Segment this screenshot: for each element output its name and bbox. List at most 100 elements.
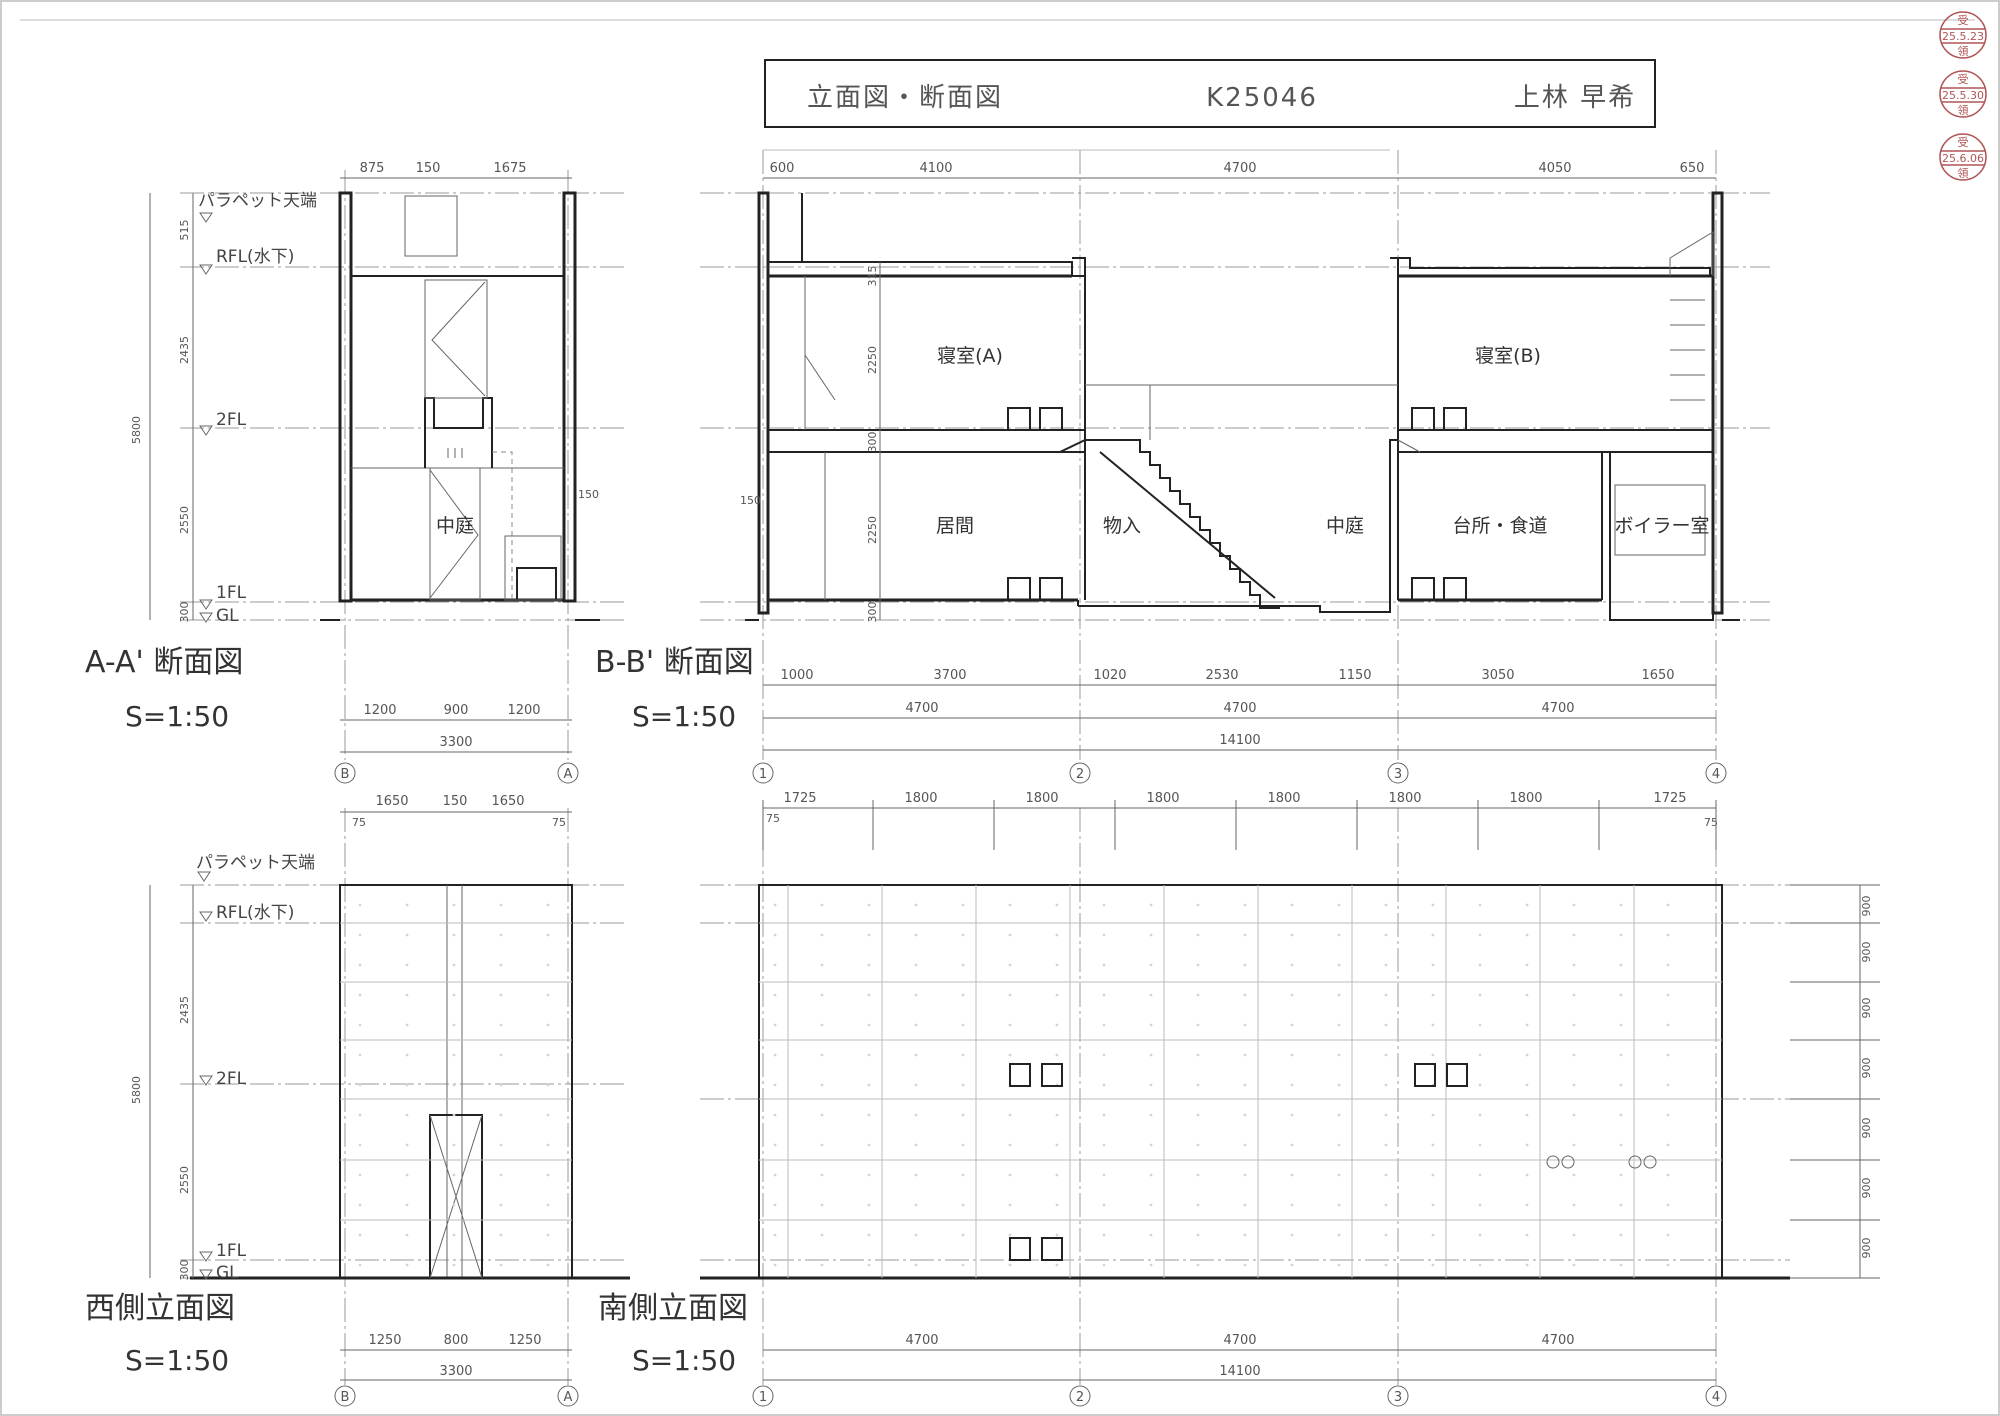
se-formtie	[1572, 963, 1576, 967]
we-level-2fl: 2FL	[216, 1069, 247, 1089]
se-span-dim-3: 4700	[1541, 1333, 1574, 1348]
se-window-2	[1041, 1063, 1063, 1087]
se-formtie	[1525, 1263, 1529, 1267]
se-formtie	[961, 1203, 965, 1207]
se-formtie	[820, 903, 824, 907]
se-formtie	[1102, 933, 1106, 937]
bb-room-courtyard: 中庭	[1326, 515, 1364, 537]
aa-level-1fl: 1FL	[216, 583, 247, 603]
bb-upper-slab-right	[1397, 429, 1714, 453]
se-formtie	[1102, 1173, 1106, 1177]
bb-top-dim-4: 4050	[1538, 161, 1571, 176]
se-formtie	[1431, 933, 1435, 937]
bb-roof-left	[802, 257, 1086, 277]
se-formtie	[1149, 1143, 1153, 1147]
se-formtie	[1008, 1263, 1012, 1267]
se-formtie	[1290, 963, 1294, 967]
bb-vdim-315: 315	[866, 266, 879, 287]
se-formtie	[1525, 1083, 1529, 1087]
se-formtie	[1290, 903, 1294, 907]
aa-step-box-2	[504, 535, 562, 601]
se-formtie	[773, 1053, 777, 1057]
se-formtie	[1384, 1203, 1388, 1207]
se-formtie	[867, 1113, 871, 1117]
se-formtie	[1572, 1143, 1576, 1147]
bb-parapet-left	[767, 193, 803, 263]
se-formtie	[1525, 1233, 1529, 1237]
se-vent-4	[1643, 1155, 1657, 1169]
stamp-1-bottom: 領	[1958, 44, 1969, 58]
bb-window-a-1	[1007, 407, 1031, 431]
we-formtie	[405, 1113, 409, 1117]
se-formtie	[1290, 993, 1294, 997]
se-vent-3	[1628, 1155, 1642, 1169]
se-formtie	[1431, 1053, 1435, 1057]
we-formtie	[405, 1203, 409, 1207]
se-formtie	[1384, 1083, 1388, 1087]
aa-left-wall	[338, 191, 353, 603]
bb-top-dim-2: 4100	[919, 161, 952, 176]
bb-window-a-2	[1039, 407, 1063, 431]
se-formtie	[1666, 1053, 1670, 1057]
se-formtie	[1337, 1083, 1341, 1087]
bb-room-bedroom-a: 寝室(A)	[937, 345, 1003, 367]
se-formtie	[1337, 993, 1341, 997]
se-formtie	[1055, 1203, 1059, 1207]
se-formtie	[1055, 1173, 1059, 1177]
se-formtie	[1008, 1233, 1012, 1237]
bb-axis-3-label: 3	[1394, 767, 1402, 782]
we-formtie	[358, 1113, 362, 1117]
se-formtie	[1055, 1263, 1059, 1267]
we-bottom-dim-2: 800	[444, 1333, 469, 1348]
we-formtie	[546, 1233, 550, 1237]
se-formtie	[1619, 963, 1623, 967]
se-formtie	[1478, 1203, 1482, 1207]
receipt-stamp-2: 受 25.5.30 領	[1939, 70, 1987, 118]
we-formtie	[358, 1053, 362, 1057]
se-formtie	[1619, 1053, 1623, 1057]
se-formtie	[773, 963, 777, 967]
se-formtie	[1102, 903, 1106, 907]
se-formtie	[820, 1233, 824, 1237]
we-top-dim-3: 1650	[491, 794, 524, 809]
se-formtie	[1384, 1143, 1388, 1147]
we-formtie	[405, 1023, 409, 1027]
se-formtie	[1008, 1143, 1012, 1147]
se-formtie	[914, 903, 918, 907]
se-formtie	[1337, 1203, 1341, 1207]
we-formtie	[452, 1083, 456, 1087]
se-formtie	[867, 1023, 871, 1027]
receipt-stamp-1: 受 25.5.23 領	[1939, 11, 1987, 59]
se-formtie	[1384, 963, 1388, 967]
stamp-3-top: 受	[1958, 136, 1969, 149]
se-formtie	[773, 933, 777, 937]
bb-window-l-1	[1007, 577, 1031, 601]
we-vdim-2550: 2550	[178, 1166, 191, 1194]
se-formtie	[961, 1053, 965, 1057]
we-formtie	[405, 1053, 409, 1057]
se-formtie	[1008, 933, 1012, 937]
we-formtie	[358, 933, 362, 937]
se-formtie	[1149, 1053, 1153, 1057]
stamp-2-bottom: 領	[1958, 103, 1969, 117]
se-axis-1-label: 1	[759, 1390, 767, 1405]
we-formtie	[358, 1263, 362, 1267]
stamp-2-top: 受	[1958, 73, 1969, 86]
se-formtie	[867, 993, 871, 997]
bb-room-kitchen: 台所・食道	[1452, 515, 1547, 537]
aa-level-gl: GL	[216, 606, 239, 626]
se-formtie	[1149, 963, 1153, 967]
se-scale: S=1:50	[632, 1344, 736, 1377]
se-axis-2-label: 2	[1076, 1390, 1084, 1405]
we-formtie	[546, 1263, 550, 1267]
bb-left-wall	[757, 191, 770, 615]
we-level-parapet: パラペット天端	[196, 853, 315, 873]
se-formtie	[1572, 1053, 1576, 1057]
se-formtie	[1196, 903, 1200, 907]
se-formtie	[1431, 1143, 1435, 1147]
we-formtie	[358, 1173, 362, 1177]
se-formtie	[1525, 963, 1529, 967]
bb-boiler-room	[1609, 451, 1714, 621]
se-formtie	[1478, 1083, 1482, 1087]
